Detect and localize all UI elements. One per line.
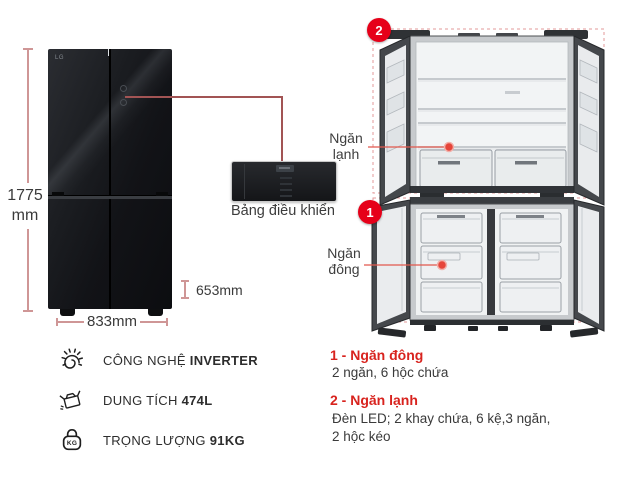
callout-badge-fridge: 2 bbox=[367, 18, 391, 42]
control-panel-callout-line bbox=[281, 96, 283, 162]
note-body: 2 hộc kéo bbox=[332, 428, 391, 444]
control-panel-photo bbox=[231, 161, 337, 202]
door-horizontal-seam bbox=[48, 195, 172, 199]
feature-text: CÔNG NGHỆ INVERTER bbox=[103, 352, 258, 368]
feature-capacity: DUNG TÍCH 474L bbox=[57, 385, 258, 415]
freezer-compartment-open bbox=[371, 197, 605, 338]
height-unit: mm bbox=[11, 207, 39, 224]
depth-value: 653mm bbox=[196, 281, 243, 298]
note-heading: 1 - Ngăn đông bbox=[330, 347, 424, 363]
capacity-icon bbox=[57, 385, 87, 415]
callout-badge-freezer: 1 bbox=[358, 200, 382, 224]
control-panel-label: Bảng điều khiển bbox=[231, 203, 335, 219]
compartment-notes: 1 - Ngăn đông 2 ngăn, 6 hộc chứa 2 - Ngă… bbox=[330, 346, 632, 445]
svg-text:KG: KG bbox=[67, 440, 77, 447]
depth-dimension: 653mm bbox=[181, 280, 243, 299]
callout-pointers bbox=[364, 141, 455, 271]
note-body: 2 ngăn, 6 hộc chứa bbox=[332, 365, 449, 381]
door-handle-right bbox=[156, 192, 168, 196]
fridge-callout-dot bbox=[443, 141, 455, 153]
feature-list: CÔNG NGHỆ INVERTER DUNG TÍCH 474L bbox=[57, 345, 258, 455]
freezer-compartment-label: Ngăn đông bbox=[327, 245, 361, 277]
height-value: 1775 bbox=[7, 187, 43, 204]
note-body: Đèn LED; 2 khay chứa, 6 kệ,3 ngăn, bbox=[332, 410, 551, 426]
control-panel-display bbox=[276, 165, 294, 172]
fridge-front-photo: LG bbox=[48, 49, 172, 309]
door-display-dot bbox=[120, 85, 127, 92]
fridge-foot bbox=[60, 309, 75, 316]
feature-inverter: CÔNG NGHỆ INVERTER bbox=[57, 345, 258, 375]
fridge-foot bbox=[148, 309, 163, 316]
width-dimension-line bbox=[140, 317, 168, 326]
control-panel-callout-line bbox=[125, 96, 283, 98]
lg-logo: LG bbox=[55, 55, 65, 61]
inverter-icon bbox=[57, 345, 87, 375]
feature-text: DUNG TÍCH 474L bbox=[103, 392, 213, 408]
door-handle-left bbox=[52, 192, 64, 196]
fridge-compartment-label: Ngăn lạnh bbox=[329, 130, 363, 162]
door-display-dot bbox=[120, 99, 127, 106]
fridge-open-illustration bbox=[364, 28, 605, 338]
door-center-seam bbox=[109, 49, 111, 309]
note-freezer: 1 - Ngăn đông 2 ngăn, 6 hộc chứa bbox=[330, 346, 632, 382]
note-heading: 2 - Ngăn lạnh bbox=[330, 392, 418, 409]
width-dimension-line bbox=[56, 317, 84, 326]
feature-text: TRỌNG LƯỢNG 91KG bbox=[103, 432, 245, 448]
width-dimension: 833mm bbox=[56, 313, 168, 330]
fridge-compartment-open bbox=[379, 30, 605, 206]
weight-icon: KG bbox=[57, 425, 87, 455]
freezer-callout-dot bbox=[436, 259, 448, 271]
depth-arrow-icon bbox=[181, 280, 189, 299]
width-value: 833mm bbox=[86, 313, 138, 330]
height-dimension-label: 1775 mm bbox=[2, 183, 48, 229]
height-dimension-line bbox=[23, 48, 33, 312]
feature-weight: KG TRỌNG LƯỢNG 91KG bbox=[57, 425, 258, 455]
note-fridge: 2 - Ngăn lạnh Đèn LED; 2 khay chứa, 6 kệ… bbox=[330, 391, 632, 445]
